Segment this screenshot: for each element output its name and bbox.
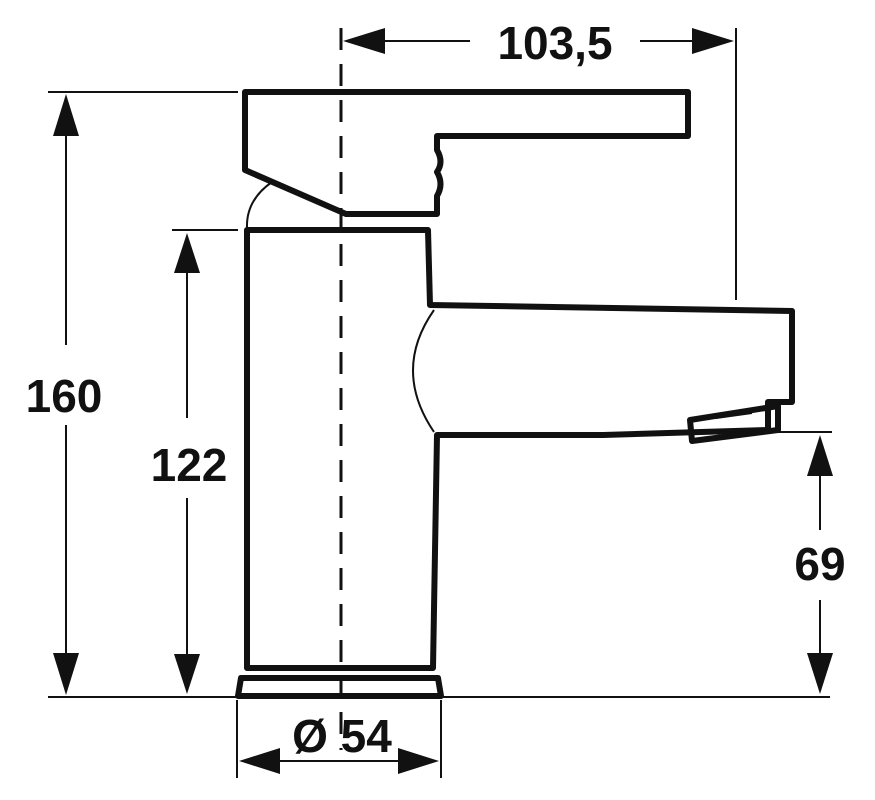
- base-diameter-dimension: Ø 54: [239, 710, 439, 774]
- extension-lines: [48, 28, 832, 778]
- spout-height-dimension: 69: [794, 435, 846, 694]
- body-height-dimension: 122: [151, 233, 228, 694]
- faucet-body: [244, 227, 795, 671]
- aerator-detail: [715, 412, 753, 419]
- overall-height-dimension: 160: [26, 94, 103, 695]
- spout-joint-arc: [412, 309, 435, 433]
- faucet-outline: [235, 89, 795, 699]
- body-height-label: 122: [151, 439, 228, 491]
- base-diameter-label: Ø 54: [292, 710, 392, 762]
- overall-height-label: 160: [26, 370, 103, 422]
- lever-handle: [242, 89, 691, 217]
- reach-dimension: 103,5: [343, 17, 734, 69]
- spout-height-label: 69: [794, 538, 845, 590]
- reach-label: 103,5: [497, 17, 612, 69]
- aerator: [687, 403, 781, 444]
- handle-neck-arc: [245, 181, 273, 229]
